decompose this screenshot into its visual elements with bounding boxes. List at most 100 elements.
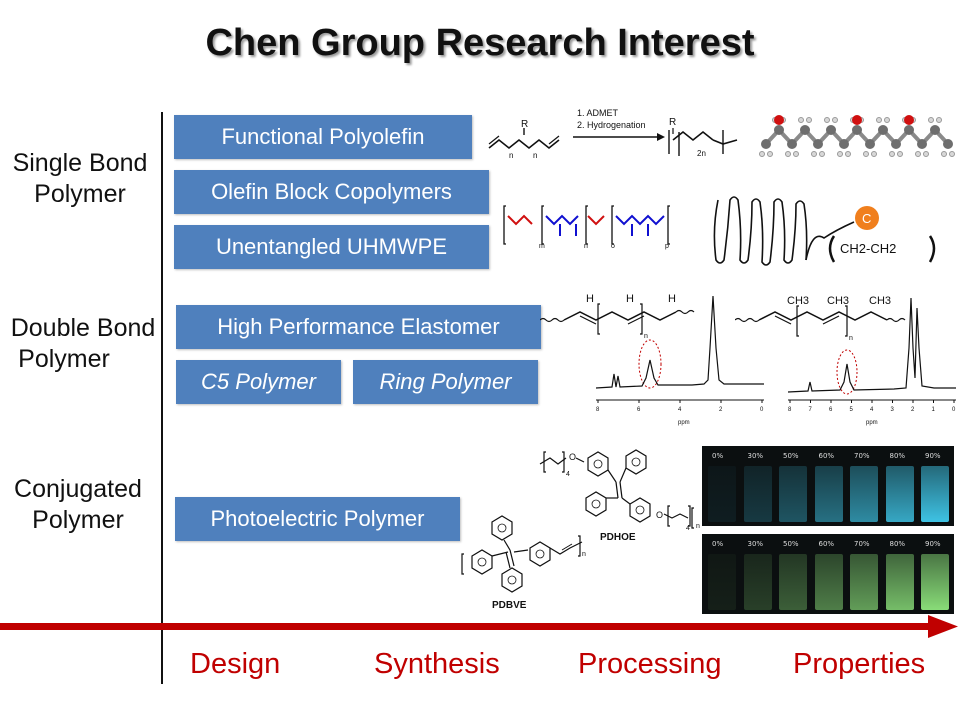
nmr-tick-label: 1 xyxy=(932,407,936,413)
hydrogen-atom xyxy=(923,151,929,157)
repeat-n: n xyxy=(696,523,700,530)
vial-percent-label: 60% xyxy=(818,452,835,460)
repeat-n: n xyxy=(582,551,586,558)
carbon-atom xyxy=(787,139,797,149)
category-line: Polymer xyxy=(34,180,126,208)
vial-percent-label: 30% xyxy=(747,540,764,548)
hydrogen-atom xyxy=(928,117,934,123)
hydrogen-atom xyxy=(824,117,830,123)
stage-synthesis: Synthesis xyxy=(374,648,500,680)
vial-percent-label: 70% xyxy=(854,540,870,548)
fluorescence-vial xyxy=(921,554,949,610)
bracket xyxy=(503,205,506,245)
hydrogen-atom xyxy=(759,151,765,157)
nmr-tick-label: 6 xyxy=(637,407,641,413)
hydrogen-atom xyxy=(767,151,773,157)
hydrogen-atom xyxy=(832,117,838,123)
block-sub: o xyxy=(611,243,615,250)
nmr-tick-label: 4 xyxy=(870,407,874,413)
vertical-divider xyxy=(161,112,163,684)
admet-n-label: n xyxy=(533,151,537,160)
box-olefin-block-copolymers: Olefin Block Copolymers xyxy=(174,170,489,214)
nmr-tick-label: 3 xyxy=(891,407,895,413)
vial-percent-label: 60% xyxy=(818,540,835,548)
admet-n-label: n xyxy=(509,151,513,160)
h-label: H xyxy=(586,293,594,305)
carbon-atom xyxy=(891,139,901,149)
admet-step1: 1. ADMET xyxy=(577,108,619,118)
uhmwpe-chain-illustration: C CH2-CH2 xyxy=(713,196,936,266)
nmr-tick-label: 8 xyxy=(788,407,792,413)
carbon-atom xyxy=(852,125,862,135)
pdbve-structure: n PDBVE xyxy=(461,515,586,611)
vial-percent-label: 50% xyxy=(783,540,799,548)
pdhoe-structure: 4 O O 4 n PDHOE xyxy=(539,449,700,543)
blue-fluorescence-vials: 0%30%50%60%70%80%90% xyxy=(702,446,954,526)
polymer-block xyxy=(615,214,665,226)
hydrogen-atom xyxy=(863,151,869,157)
carbon-atom xyxy=(839,139,849,149)
hydrogen-atom xyxy=(793,151,799,157)
box-ring-polymer: Ring Polymer xyxy=(353,360,538,404)
hydrogen-atom xyxy=(871,151,877,157)
ch3-label: CH3 xyxy=(787,295,809,307)
admet-scheme: R n n 1. ADMET 2. Hydrogenation R 2n xyxy=(488,108,738,160)
fluorescence-vial xyxy=(885,554,914,610)
hydrogen-atom xyxy=(837,151,843,157)
category-line: Single Bond xyxy=(12,149,148,177)
block-sub: m xyxy=(539,243,545,250)
vial-percent-label: 0% xyxy=(712,540,724,548)
fluorescence-vial xyxy=(850,554,878,610)
elastomer-structure-h: H H H n xyxy=(540,293,695,340)
box-functional-polyolefin: Functional Polyolefin xyxy=(174,115,472,159)
hydrogen-atom xyxy=(941,151,947,157)
category-conjugated: Conjugated Polymer xyxy=(2,474,154,536)
nmr-tick-label: 8 xyxy=(596,407,600,413)
block-sub: p xyxy=(665,243,669,250)
category-double-bond: Double Bond Polymer xyxy=(4,313,162,375)
hydrogen-atom xyxy=(897,151,903,157)
category-line: Conjugated xyxy=(14,475,142,503)
hydrogen-atom xyxy=(876,117,882,123)
hydrogen-atom xyxy=(845,151,851,157)
box-c5-polymer: C5 Polymer xyxy=(176,360,341,404)
stage-properties: Properties xyxy=(793,648,926,680)
vial-percent-label: 70% xyxy=(854,452,870,460)
oxygen-atom xyxy=(904,115,914,125)
fluorescence-vial xyxy=(814,466,843,522)
elastomer-structure-ch3: CH3 CH3 CH3 n xyxy=(735,295,906,340)
vial-percent-label: 90% xyxy=(925,452,941,460)
repeat-n: n xyxy=(644,333,648,340)
box-photoelectric-polymer: Photoelectric Polymer xyxy=(175,497,460,541)
hydrogen-atom xyxy=(785,151,791,157)
vial-percent-label: 90% xyxy=(925,540,941,548)
admet-2n-label: 2n xyxy=(697,149,706,158)
h-label: H xyxy=(668,293,676,305)
hydrogen-atom xyxy=(936,117,942,123)
repeat-n: n xyxy=(849,335,853,340)
pdhoe-sub: 4 xyxy=(566,471,570,478)
nmr-tick-label: 0 xyxy=(952,407,956,413)
carbon-atom xyxy=(943,139,953,149)
fluorescence-vial xyxy=(743,466,772,522)
vial-percent-label: 30% xyxy=(747,452,764,460)
carbon-atom xyxy=(800,125,810,135)
vial-percent-label: 0% xyxy=(712,452,724,460)
hydrogen-atom xyxy=(798,117,804,123)
category-single-bond: Single Bond Polymer xyxy=(4,148,156,210)
admet-step2: 2. Hydrogenation xyxy=(577,120,646,130)
carbon-atom xyxy=(917,139,927,149)
vial-percent-label: 80% xyxy=(889,540,906,548)
catalyst-label: C xyxy=(862,211,871,226)
product-r-label: R xyxy=(669,117,676,128)
pe-repeat-unit: CH2-CH2 xyxy=(840,241,896,256)
hydrogen-atom xyxy=(806,117,812,123)
ball-and-stick-molecule xyxy=(759,115,955,157)
category-line: Polymer xyxy=(18,345,110,373)
nmr-tick-label: 4 xyxy=(678,407,682,413)
hydrogen-atom xyxy=(889,151,895,157)
admet-r-label: R xyxy=(521,119,528,130)
fluorescence-vial xyxy=(814,554,843,610)
